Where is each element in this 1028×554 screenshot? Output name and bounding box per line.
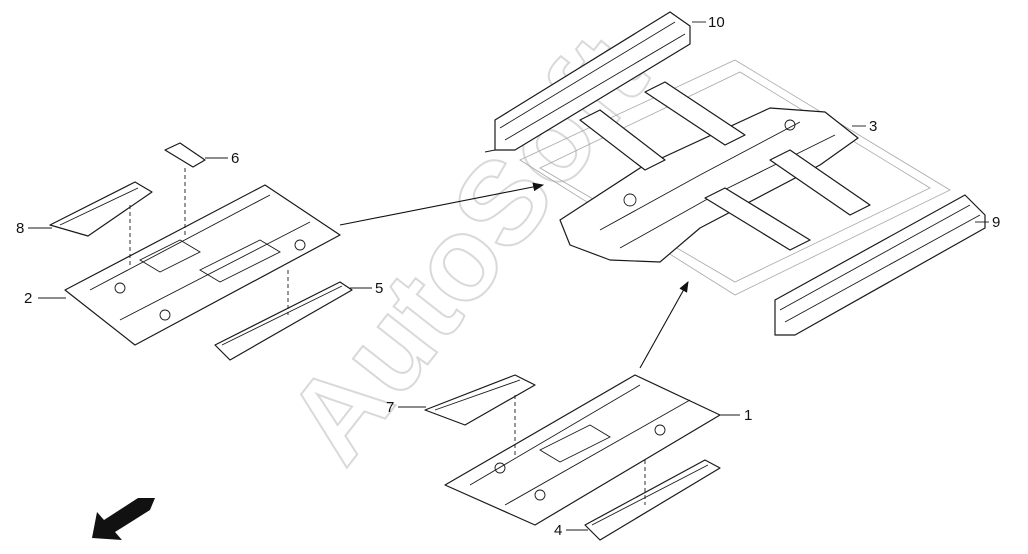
part-9-rail-right <box>774 194 986 336</box>
assembly-arrow-2 <box>339 182 545 226</box>
part-4-crossmember <box>584 459 721 541</box>
callout-7: 7 <box>386 399 394 416</box>
callout-10: 10 <box>708 14 725 31</box>
callout-5: 5 <box>375 280 383 297</box>
part-5-crossmember <box>214 281 353 361</box>
callout-6: 6 <box>231 150 239 167</box>
callout-2: 2 <box>24 290 32 307</box>
callout-9: 9 <box>992 214 1000 231</box>
part-10-rail-top <box>484 11 691 153</box>
part-8-bracket <box>49 181 153 237</box>
part-2-floor-panel-left <box>64 184 341 346</box>
part-7-bracket <box>424 374 536 426</box>
assembly-arrow-1 <box>639 281 689 369</box>
part-3-floor-assembly <box>519 59 951 296</box>
direction-arrow-icon <box>92 498 155 540</box>
callout-8: 8 <box>16 220 24 237</box>
callout-3: 3 <box>869 118 877 135</box>
callout-1: 1 <box>744 407 752 424</box>
part-6-plate <box>164 142 206 168</box>
callout-4: 4 <box>554 522 562 539</box>
